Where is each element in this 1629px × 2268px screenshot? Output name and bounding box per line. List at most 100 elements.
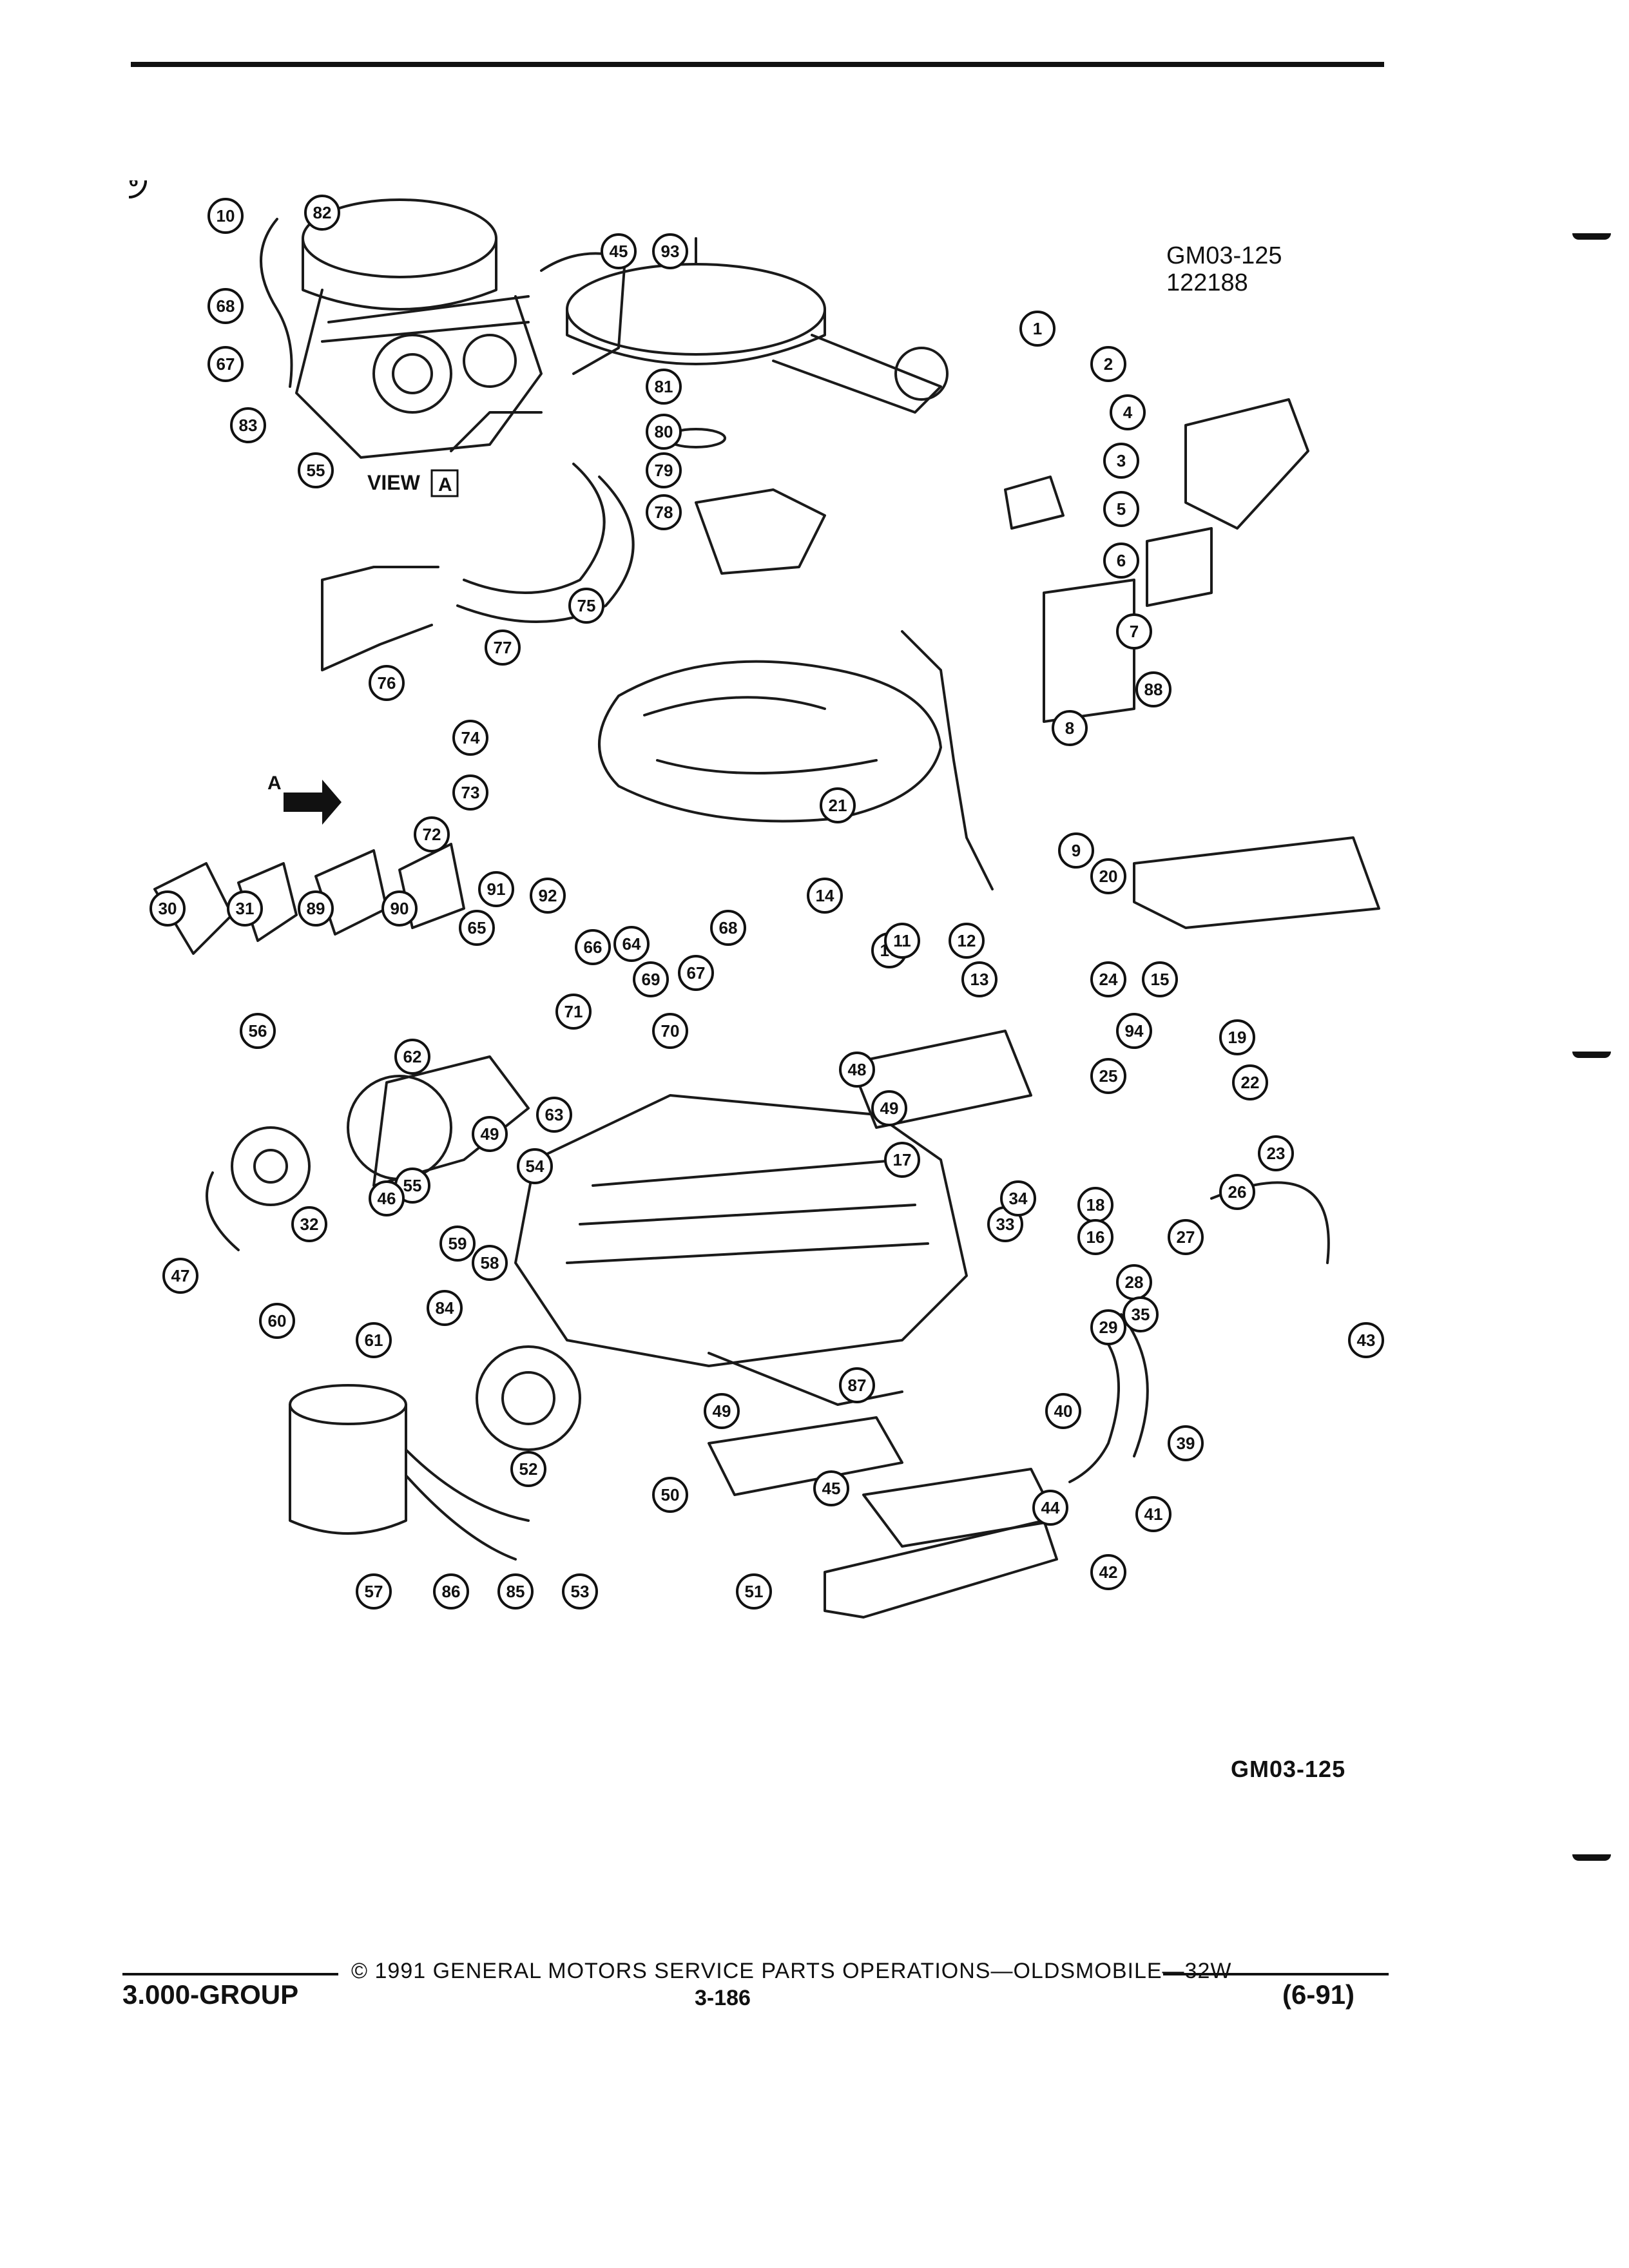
callout-number: 1 [1033, 319, 1042, 338]
callout-67: 67 [678, 955, 714, 991]
callout-circle [1116, 1013, 1152, 1049]
callout-number: 33 [996, 1215, 1015, 1234]
callout-number: 34 [1009, 1189, 1028, 1208]
callout-number: 49 [713, 1401, 731, 1421]
callout-27: 27 [1168, 1219, 1204, 1255]
callout-circle [613, 926, 650, 962]
callout-82: 82 [304, 195, 340, 231]
callout-number: 69 [642, 970, 660, 989]
callout-66: 66 [575, 929, 611, 965]
callout-74: 74 [452, 720, 488, 756]
callout-circle [1142, 961, 1178, 997]
callout-65: 65 [459, 910, 495, 946]
callout-number: 17 [893, 1150, 912, 1169]
callout-circle [162, 1258, 198, 1294]
copyright-line: © 1991 GENERAL MOTORS SERVICE PARTS OPER… [351, 1959, 1232, 1983]
callout-number: 32 [300, 1215, 319, 1234]
wiring-harness-drawing [598, 488, 994, 890]
callout-circle [1077, 1219, 1113, 1255]
revision-date: (6-91) [1282, 1979, 1355, 2010]
callout-49: 49 [704, 1393, 740, 1429]
callout-81: 81 [646, 369, 682, 405]
callout-circle [1052, 710, 1088, 746]
callout-67: 67 [207, 346, 244, 382]
callout-circle [291, 1206, 327, 1242]
callout-number: 89 [307, 899, 325, 918]
air-cleaner-drawing [566, 237, 949, 448]
callout-circle [207, 288, 244, 324]
callout-circle [472, 1116, 508, 1152]
callout-circle [1058, 832, 1094, 869]
callout-number: 4 [1123, 403, 1133, 422]
callout-36: 36 [129, 180, 147, 198]
callout-circle [633, 961, 669, 997]
margin-mark [1572, 1854, 1611, 1861]
callout-number: 42 [1099, 1562, 1118, 1582]
engine-block-drawing [476, 1030, 1032, 1451]
callout-41: 41 [1135, 1496, 1171, 1532]
callout-circle [884, 923, 920, 959]
callout-circle [207, 346, 244, 382]
callout-32: 32 [291, 1206, 327, 1242]
callout-circle [1090, 961, 1126, 997]
callout-circle [369, 1180, 405, 1216]
callout-number: 63 [545, 1105, 564, 1124]
callout-number: 2 [1104, 354, 1113, 374]
callout-84: 84 [427, 1290, 463, 1326]
callout-46: 46 [369, 1180, 405, 1216]
callout-number: 45 [610, 242, 628, 261]
callout-4: 4 [1110, 394, 1146, 430]
callout-circle [1348, 1322, 1384, 1358]
callout-circle [568, 588, 604, 624]
callout-number: 94 [1125, 1021, 1144, 1041]
callout-number: 65 [468, 918, 487, 937]
callout-circle [813, 1470, 849, 1506]
callout-number: 8 [1065, 718, 1074, 738]
callout-number: 45 [822, 1479, 841, 1498]
callout-number: 39 [1177, 1434, 1195, 1453]
callout-number: 44 [1041, 1498, 1060, 1517]
callout-number: 86 [442, 1582, 461, 1601]
callout-number: 64 [622, 934, 641, 954]
callout-number: 51 [745, 1582, 764, 1601]
callout-60: 60 [259, 1303, 295, 1339]
callout-circle [439, 1225, 476, 1262]
callout-circle [369, 665, 405, 701]
callout-circle [1110, 394, 1146, 430]
callout-circle [1123, 1296, 1159, 1332]
callout-5: 5 [1103, 491, 1139, 527]
callout-circle [839, 1052, 875, 1088]
callout-89: 89 [298, 890, 334, 927]
view-a-inset-drawing [260, 198, 626, 459]
callout-circle [485, 629, 521, 666]
callout-87: 87 [839, 1367, 875, 1403]
callout-circle [433, 1573, 469, 1610]
group-label: 3.000-GROUP [122, 1979, 299, 2010]
callout-circle [304, 195, 340, 231]
callout-number: 92 [539, 886, 557, 905]
callout-circle [452, 720, 488, 756]
callout-circle [820, 787, 856, 823]
callout-72: 72 [414, 816, 450, 852]
callout-circle [452, 774, 488, 811]
callout-11: 11 [884, 923, 920, 959]
callout-number: 50 [661, 1485, 680, 1504]
callout-circle [530, 878, 566, 914]
callout-circle [1103, 543, 1139, 579]
callout-number: 20 [1099, 867, 1118, 886]
callout-number: 47 [171, 1266, 190, 1285]
callout-31: 31 [227, 890, 263, 927]
callout-24: 24 [1090, 961, 1126, 997]
callout-3: 3 [1103, 443, 1139, 479]
callout-number: 75 [577, 596, 596, 615]
callout-49: 49 [871, 1090, 907, 1126]
callout-circle [259, 1303, 295, 1339]
callout-circle [227, 890, 263, 927]
callout-circle [497, 1573, 534, 1610]
callout-circle [298, 452, 334, 488]
callout-92: 92 [530, 878, 566, 914]
callout-59: 59 [439, 1225, 476, 1262]
figure-code: GM03-125 [1166, 242, 1282, 269]
callout-number: 27 [1177, 1227, 1195, 1247]
